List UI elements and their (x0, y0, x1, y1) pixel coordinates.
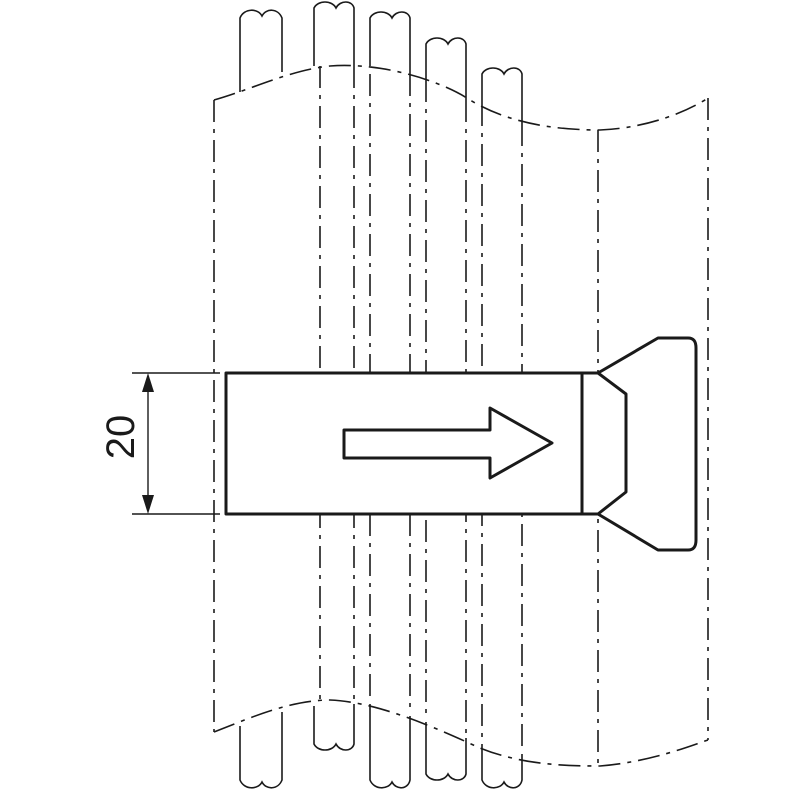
cable-tie (224, 336, 698, 552)
arrow-icon (342, 406, 554, 480)
wires-bottom (239, 704, 523, 789)
tie-band (224, 371, 584, 516)
tie-head-inner (597, 371, 628, 516)
dimension-width: 20 (99, 372, 220, 515)
tie-head (580, 336, 698, 552)
dimension-arrow-top (142, 373, 154, 392)
wires-top (239, 1, 523, 124)
cable-bundle-outline (213, 64, 709, 767)
dimension-label: 20 (99, 415, 143, 460)
dimension-arrow-bottom (142, 495, 154, 514)
